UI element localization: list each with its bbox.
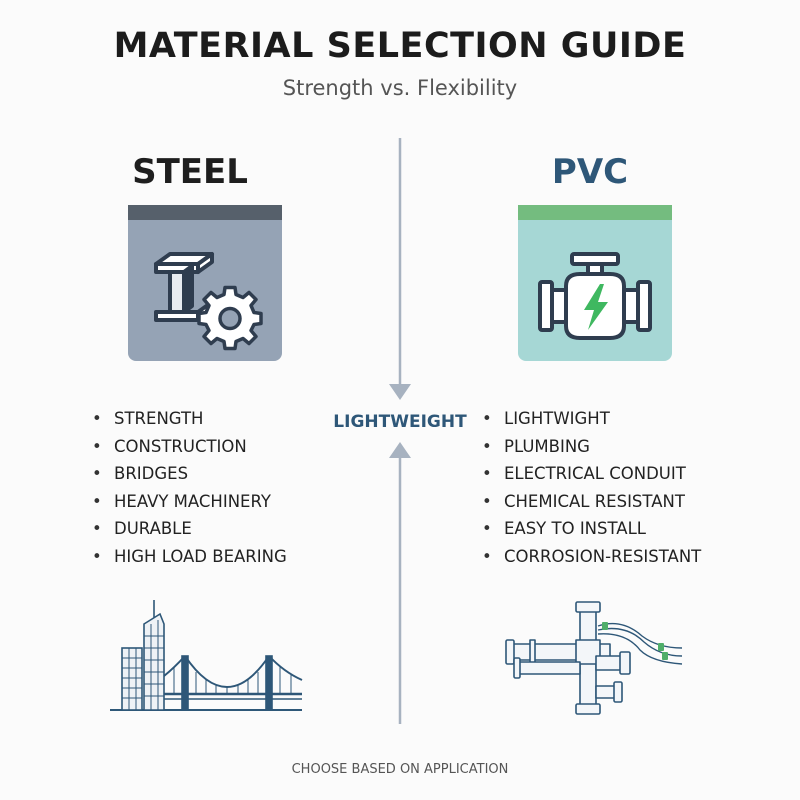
page-title: MATERIAL SELECTION GUIDE: [113, 26, 687, 66]
down-arrow-icon: [389, 384, 411, 400]
list-item: DURABLE: [92, 515, 287, 543]
center-label: LIGHTWEIGHT: [333, 412, 467, 432]
city-bridge-illustration: [110, 600, 303, 711]
list-item: CHEMICAL RESISTANT: [482, 488, 701, 516]
steel-list: STRENGTH CONSTRUCTION BRIDGES HEAVY MACH…: [92, 405, 287, 570]
steel-card-bar: [128, 205, 282, 220]
pvc-heading: PVC: [551, 152, 629, 192]
pvc-card: [518, 205, 672, 361]
footer-note: CHOOSE BASED ON APPLICATION: [291, 762, 509, 777]
list-item: CONSTRUCTION: [92, 433, 287, 461]
list-item: PLUMBING: [482, 433, 701, 461]
pipe-network-illustration: [505, 601, 683, 715]
list-item: HEAVY MACHINERY: [92, 488, 287, 516]
list-item: LIGHTWIGHT: [482, 405, 701, 433]
up-arrow-icon: [389, 442, 411, 458]
list-item: HIGH LOAD BEARING: [92, 543, 287, 571]
pipe-valve-bolt-icon: [538, 252, 652, 340]
list-item: STRENGTH: [92, 405, 287, 433]
list-item: BRIDGES: [92, 460, 287, 488]
list-item: EASY TO INSTALL: [482, 515, 701, 543]
pvc-card-bar: [518, 205, 672, 220]
center-divider: [389, 138, 411, 724]
list-item: CORROSION-RESISTANT: [482, 543, 701, 571]
list-item: ELECTRICAL CONDUIT: [482, 460, 701, 488]
steel-heading: STEEL: [132, 152, 248, 192]
page-subtitle: Strength vs. Flexibility: [282, 76, 518, 100]
pvc-list: LIGHTWIGHT PLUMBING ELECTRICAL CONDUIT C…: [482, 405, 701, 570]
i-beam-gear-icon: [154, 252, 263, 351]
bolt-icon: [584, 284, 608, 330]
steel-card: [128, 205, 282, 361]
